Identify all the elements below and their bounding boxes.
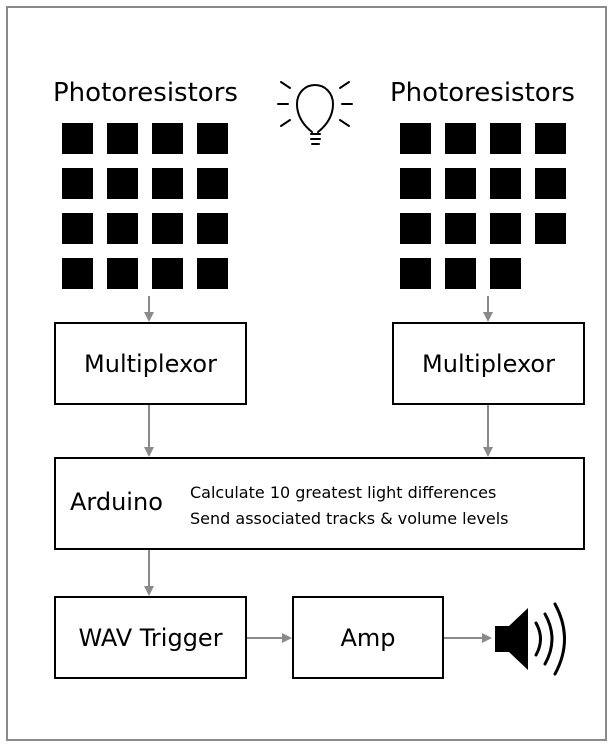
photoresistor-cell [197,168,228,199]
photoresistor-cell [400,213,431,244]
left-photoresistor-grid [62,123,228,289]
photoresistor-cell [490,213,521,244]
photoresistor-cell [107,123,138,154]
photoresistor-cell [400,258,431,289]
right-multiplexor-box: Multiplexor [392,322,585,405]
arduino-label: Arduino [70,488,163,516]
photoresistor-cell [107,168,138,199]
photoresistor-cell [197,213,228,244]
photoresistor-cell [62,258,93,289]
photoresistor-cell [62,123,93,154]
right-multiplexor-label: Multiplexor [422,349,555,378]
speaker-icon [495,602,566,676]
photoresistor-cell [152,168,183,199]
photoresistor-cell [490,123,521,154]
amp-box: Amp [292,596,444,679]
wav-trigger-box: WAV Trigger [54,596,247,679]
photoresistor-cell [152,213,183,244]
photoresistor-cell [152,258,183,289]
photoresistor-cell [400,168,431,199]
photoresistor-cell [152,123,183,154]
photoresistor-cell [535,123,566,154]
arduino-box [54,457,585,550]
left-multiplexor-label: Multiplexor [84,349,217,378]
left-photoresistors-label: Photoresistors [53,78,238,108]
arduino-description: Calculate 10 greatest light differences … [190,480,509,532]
amp-label: Amp [340,623,396,652]
left-multiplexor-box: Multiplexor [54,322,247,405]
diagram-frame [6,6,607,741]
right-photoresistor-grid [400,123,566,289]
light-bulb-icon [277,81,353,145]
arduino-line-2: Send associated tracks & volume levels [190,509,509,528]
photoresistor-cell [535,168,566,199]
photoresistor-cell [400,123,431,154]
photoresistor-cell [445,123,476,154]
photoresistor-cell [107,258,138,289]
photoresistor-cell [107,213,138,244]
photoresistor-cell [197,123,228,154]
photoresistor-cell [445,258,476,289]
photoresistor-cell [62,168,93,199]
wav-trigger-label: WAV Trigger [78,623,223,652]
photoresistor-cell [445,213,476,244]
right-photoresistors-label: Photoresistors [390,78,575,108]
photoresistor-cell [62,213,93,244]
photoresistor-cell [445,168,476,199]
photoresistor-cell [535,213,566,244]
photoresistor-cell [197,258,228,289]
photoresistor-cell [490,168,521,199]
arduino-line-1: Calculate 10 greatest light differences [190,483,497,502]
photoresistor-cell [490,258,521,289]
